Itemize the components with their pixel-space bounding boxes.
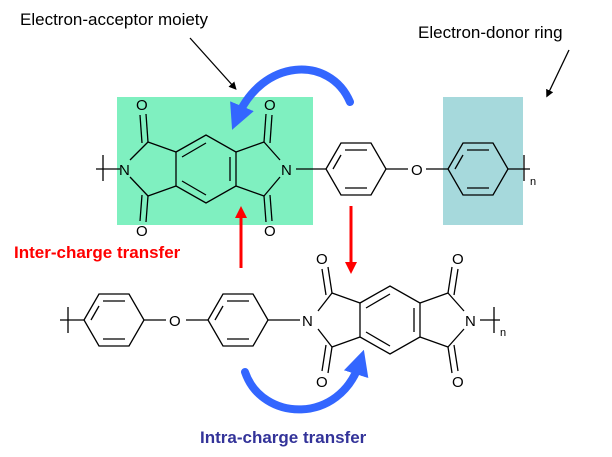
top-n-right: N: [281, 162, 292, 179]
bottom-o-4: O: [452, 374, 464, 391]
top-n-left: N: [119, 162, 130, 179]
top-repeat-n: n: [530, 176, 536, 188]
bottom-n-right: N: [465, 313, 476, 330]
acceptor-label: Electron-acceptor moiety: [20, 10, 209, 29]
bottom-o-1: O: [316, 251, 328, 268]
top-o-1: O: [136, 97, 148, 114]
intra-arrow-bottom: [241, 349, 369, 414]
bottom-o-3: O: [452, 251, 464, 268]
top-o-3: O: [264, 97, 276, 114]
top-o-4: O: [264, 223, 276, 240]
bottom-polymer-chain: [60, 266, 500, 374]
donor-label: Electron-donor ring: [418, 23, 563, 42]
intra-arrow-top: [230, 65, 354, 130]
acceptor-pointer-arrow: [189, 37, 237, 90]
top-polymer-chain: [96, 113, 530, 223]
top-o-2: O: [136, 223, 148, 240]
inter-charge-label: Inter-charge transfer: [14, 243, 181, 262]
bottom-o-2: O: [316, 374, 328, 391]
intra-charge-label: Intra-charge transfer: [200, 428, 367, 447]
acceptor-highlight-box: [117, 97, 313, 225]
bottom-n-left: N: [302, 313, 313, 330]
bottom-repeat-n: n: [500, 327, 506, 339]
bottom-ether-o: O: [169, 313, 181, 330]
donor-pointer-arrow: [546, 49, 570, 98]
top-ether-o: O: [411, 162, 423, 179]
donor-highlight-box: [443, 97, 523, 225]
